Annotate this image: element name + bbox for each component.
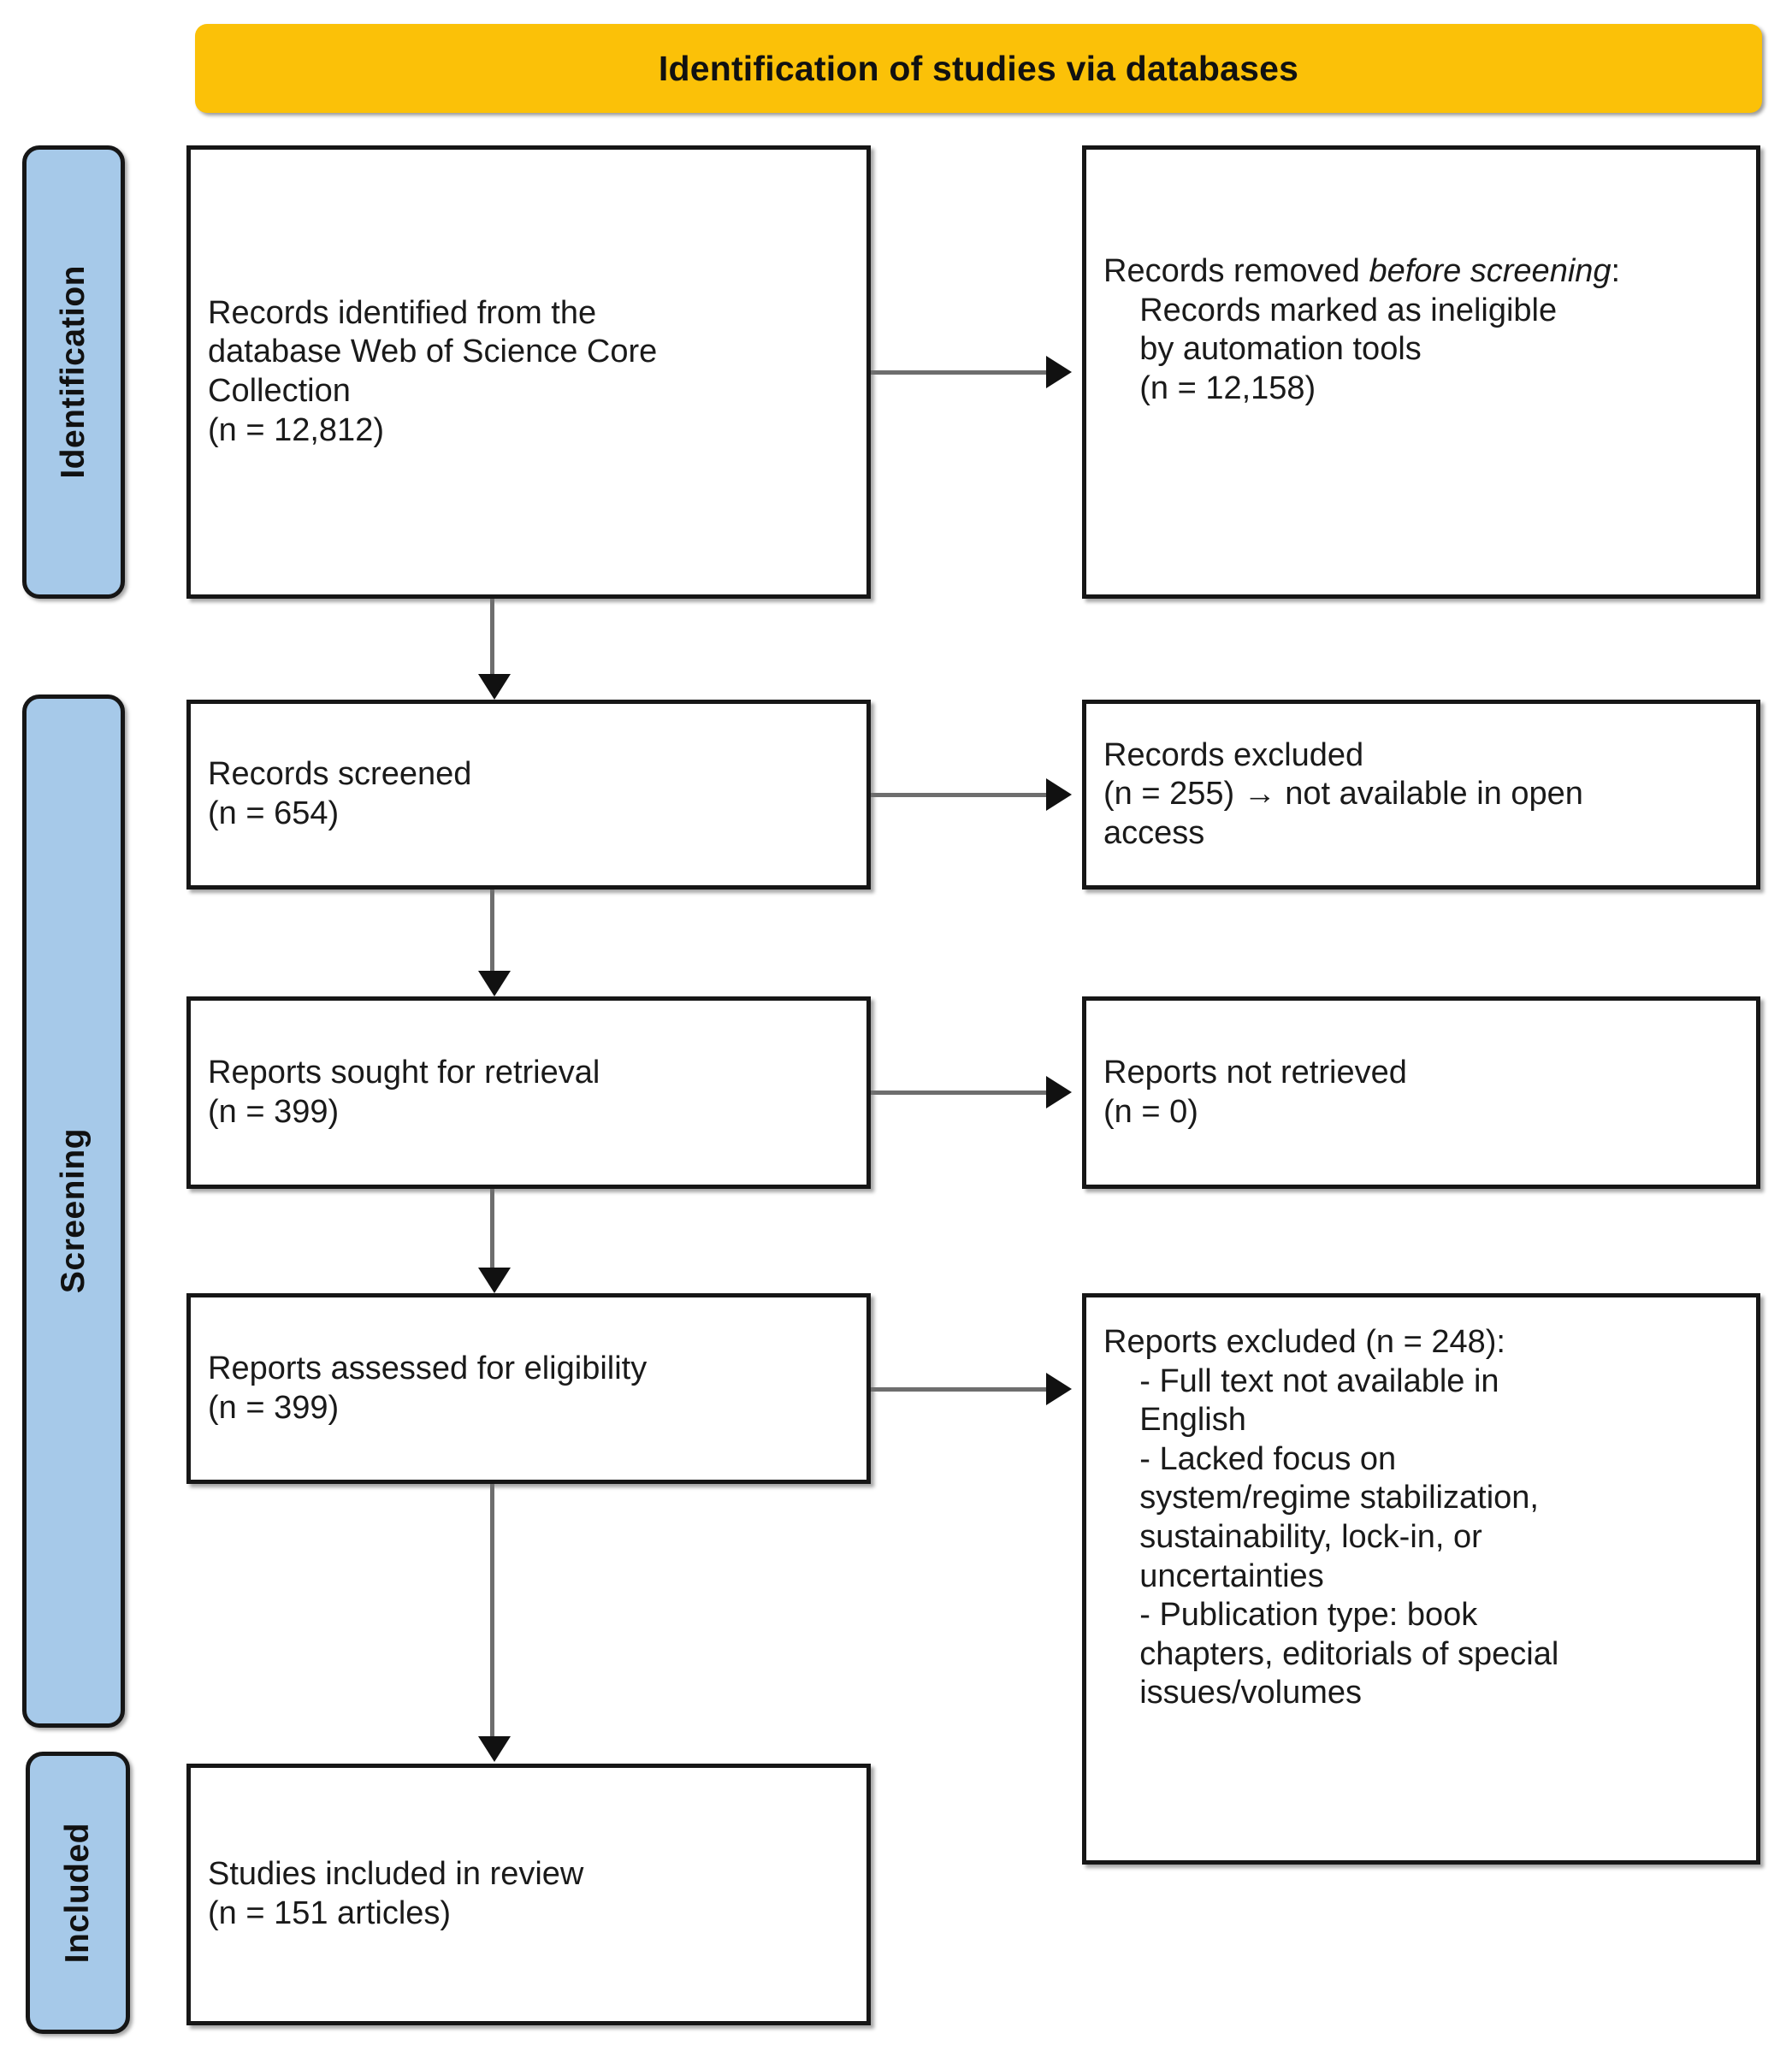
arrowhead-screened-to-excluded [1046,778,1072,811]
box-reports-excluded-text: Reports excluded (n = 248): - Full text … [1103,1324,1559,1711]
box-reports-not-retrieved: Reports not retrieved(n = 0) [1082,996,1760,1189]
diagram-header-banner: Identification of studies via databases [195,24,1762,113]
connector-identified-to-removed [871,370,1046,375]
box-records-screened-text: Records screened(n = 654) [208,756,472,831]
arrowhead-sought-to-assessed [478,1268,511,1293]
connector-sought-to-assessed [490,1189,494,1268]
arrowhead-assessed-to-included [478,1736,511,1762]
stage-label-included: Included [26,1752,130,2034]
box-records-excluded: Records excluded(n = 255) → not availabl… [1082,700,1760,890]
stage-label-identification-text: Identification [55,265,92,479]
arrowhead-identified-to-screened [478,674,511,700]
box-reports-assessed-text: Reports assessed for eligibility(n = 399… [208,1350,648,1426]
box-reports-sought: Reports sought for retrieval(n = 399) [186,996,871,1189]
arrowhead-assessed-to-excluded [1046,1373,1072,1405]
arrowhead-screened-to-sought [478,971,511,996]
box-reports-not-retrieved-text: Reports not retrieved(n = 0) [1103,1054,1407,1130]
arrowhead-sought-to-notretrieved [1046,1076,1072,1108]
stage-label-included-text: Included [59,1822,96,1964]
stage-label-screening: Screening [22,695,125,1728]
connector-screened-to-excluded [871,793,1046,797]
connector-identified-to-screened [490,599,494,674]
page-title: Identification of studies via databases [658,48,1299,88]
connector-sought-to-notretrieved [871,1091,1046,1095]
box-records-removed-text: Records removed before screening: Record… [1103,253,1621,406]
box-reports-assessed: Reports assessed for eligibility(n = 399… [186,1293,871,1484]
box-reports-sought-text: Reports sought for retrieval(n = 399) [208,1054,600,1130]
arrowhead-identified-to-removed [1046,356,1072,388]
stage-label-screening-text: Screening [55,1128,92,1294]
stage-label-identification: Identification [22,145,125,599]
connector-screened-to-sought [490,890,494,971]
connector-assessed-to-included [490,1484,494,1736]
connector-assessed-to-excluded [871,1387,1046,1392]
box-records-removed: Records removed before screening: Record… [1082,145,1760,599]
box-studies-included-text: Studies included in review(n = 151 artic… [208,1856,584,1931]
box-records-screened: Records screened(n = 654) [186,700,871,890]
box-records-excluded-text: Records excluded(n = 255) → not availabl… [1103,736,1583,851]
box-studies-included: Studies included in review(n = 151 artic… [186,1764,871,2025]
box-reports-excluded: Reports excluded (n = 248): - Full text … [1082,1293,1760,1865]
